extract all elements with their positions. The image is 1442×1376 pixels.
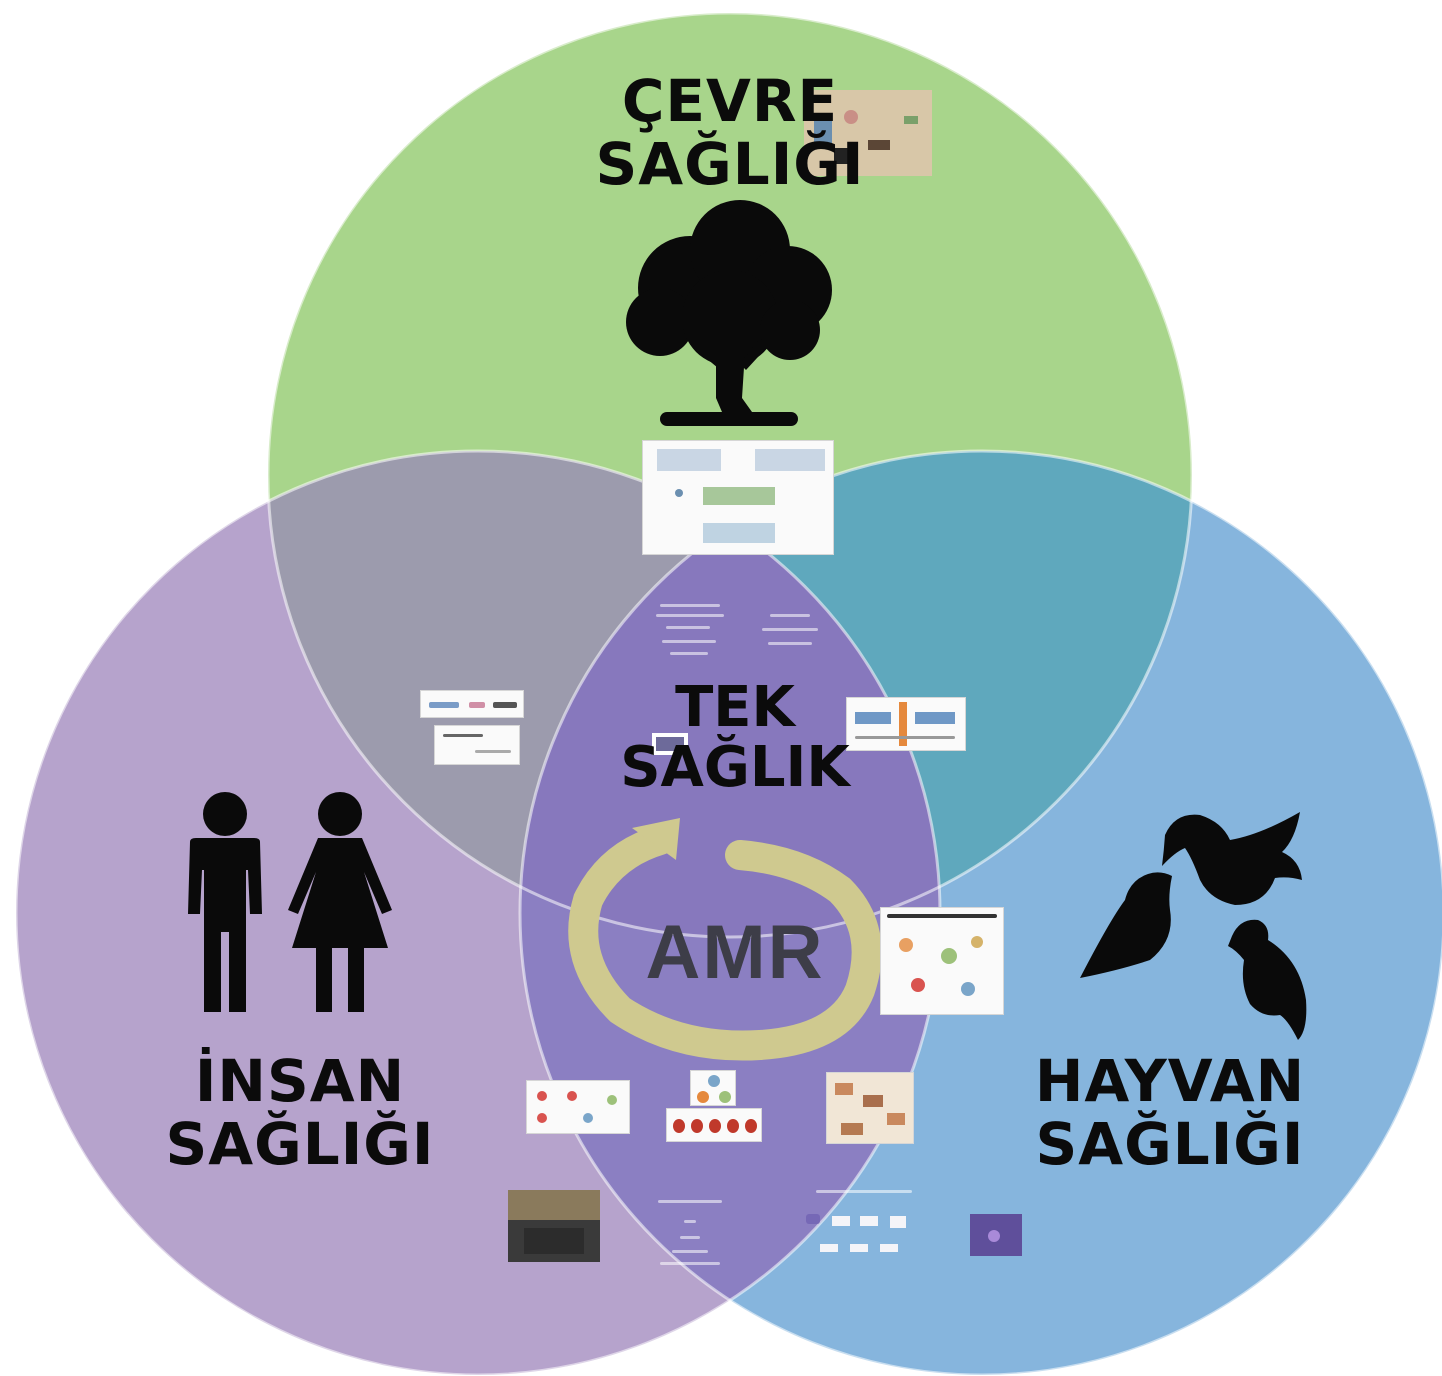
- antibiotic-chart-thumbnail[interactable]: [526, 1080, 630, 1134]
- birds-icon: [1080, 812, 1307, 1040]
- one-health-triangle-thumbnail[interactable]: [690, 1070, 736, 1106]
- amr-transmission-diagram-thumbnail[interactable]: [880, 907, 1004, 1015]
- center-overlap: [520, 451, 940, 937]
- small-slide-thumbnail[interactable]: [652, 733, 688, 755]
- amr-label: AMR: [645, 910, 825, 995]
- human-label-line2: SAĞLIĞI: [165, 1109, 435, 1178]
- people-icon: [188, 792, 392, 1012]
- pills-row-thumbnail[interactable]: [666, 1108, 762, 1142]
- environment-illustration-thumbnail[interactable]: [804, 90, 932, 176]
- animal-health-label: HAYVAN SAĞLIĞI: [1000, 1050, 1340, 1175]
- cycle-arrow-icon: [568, 818, 882, 1061]
- reference-logos-thumbnail[interactable]: [420, 690, 524, 718]
- human-health-label: İNSAN SAĞLIĞI: [130, 1050, 470, 1175]
- animal-label-line2: SAĞLIĞI: [1035, 1109, 1305, 1178]
- timeline-thumbnail[interactable]: [846, 697, 966, 751]
- tree-icon: [626, 200, 832, 426]
- one-health-infographic-thumbnail[interactable]: [642, 440, 834, 555]
- one-health-line1: TEK: [675, 675, 795, 740]
- environment-health-label: ÇEVRE SAĞLIĞI: [560, 70, 900, 195]
- animal-label-line1: HAYVAN: [1034, 1047, 1306, 1115]
- purple-slide-thumbnail[interactable]: [970, 1214, 1022, 1256]
- environment-label-line2: SAĞLIĞI: [595, 129, 865, 198]
- animal-transmission-thumbnail[interactable]: [826, 1072, 914, 1144]
- reference-text-thumbnail[interactable]: [434, 725, 520, 765]
- crowd-photo-thumbnail[interactable]: [508, 1190, 600, 1262]
- one-health-label: TEK SAĞLIK: [600, 675, 870, 801]
- environment-label-line1: ÇEVRE: [621, 67, 839, 135]
- one-health-line2: SAĞLIK: [620, 735, 850, 801]
- human-label-line1: İNSAN: [194, 1047, 406, 1115]
